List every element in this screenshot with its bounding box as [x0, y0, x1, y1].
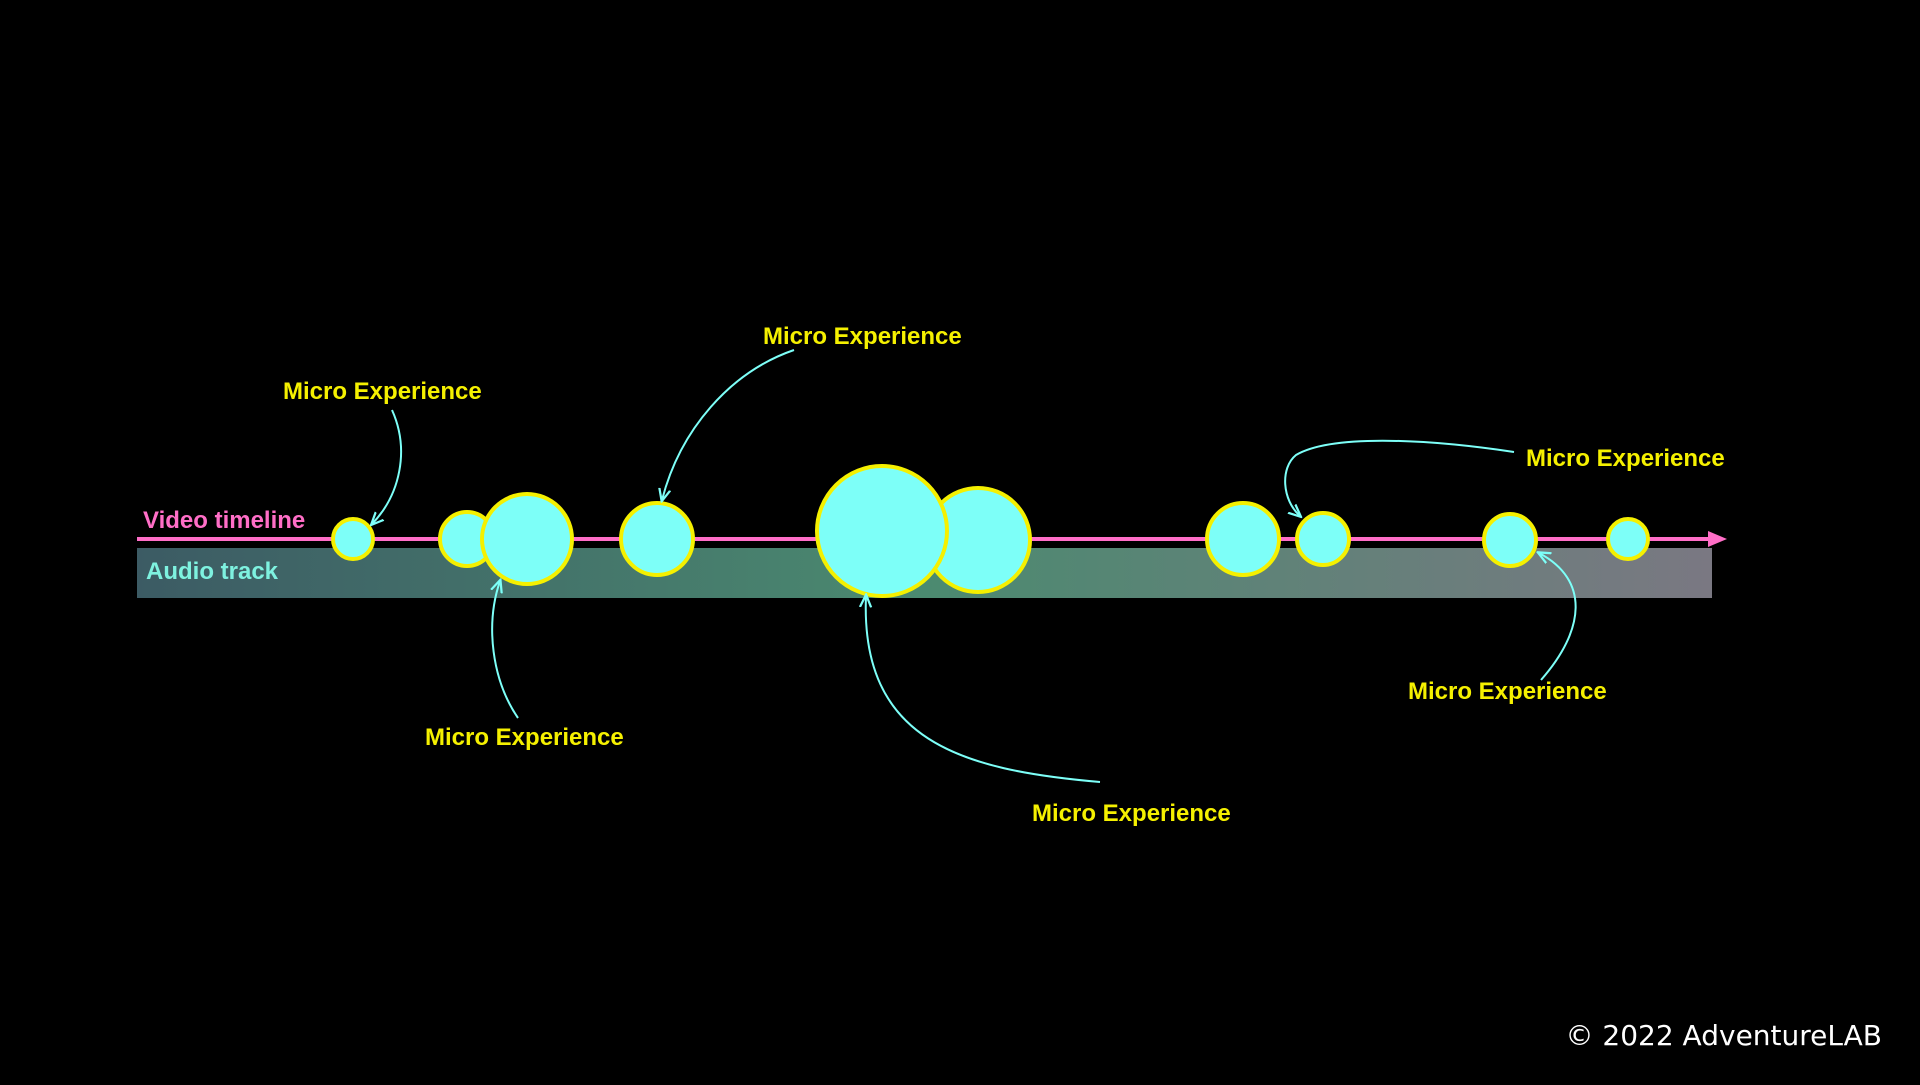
- micro-experience-bubble: [1482, 512, 1538, 568]
- video-timeline-arrowhead: [1708, 531, 1727, 547]
- micro-experience-bubble: [480, 492, 574, 586]
- callout-label: Micro Experience: [763, 323, 962, 350]
- callout-label: Micro Experience: [1526, 445, 1725, 472]
- micro-experience-bubbles: [331, 464, 1650, 598]
- micro-experience-bubble: [1606, 517, 1650, 561]
- audio-track-label: Audio track: [146, 558, 279, 585]
- connector-arrow: [1539, 553, 1577, 681]
- callout-label: Micro Experience: [1032, 800, 1231, 827]
- callout-label: Micro Experience: [425, 724, 624, 751]
- connector-arrow: [492, 581, 519, 719]
- micro-experience-bubble: [619, 501, 695, 577]
- micro-experience-bubble: [331, 517, 375, 561]
- callout-label: Micro Experience: [1408, 678, 1607, 705]
- connector-arrow: [866, 596, 1101, 783]
- callout-labels: Micro Experience Micro Experience Micro …: [283, 323, 1725, 827]
- connector-arrow: [372, 409, 403, 524]
- micro-experience-bubble: [1295, 511, 1351, 567]
- copyright-notice: © 2022 AdventureLAB: [1565, 1019, 1883, 1052]
- connector-arrow: [1284, 439, 1515, 516]
- callout-connectors: [372, 349, 1577, 783]
- connector-arrow: [662, 349, 795, 500]
- micro-experience-bubble: [815, 464, 949, 598]
- micro-experience-bubble: [1205, 501, 1281, 577]
- video-timeline-label: Video timeline: [143, 507, 305, 534]
- callout-label: Micro Experience: [283, 378, 482, 405]
